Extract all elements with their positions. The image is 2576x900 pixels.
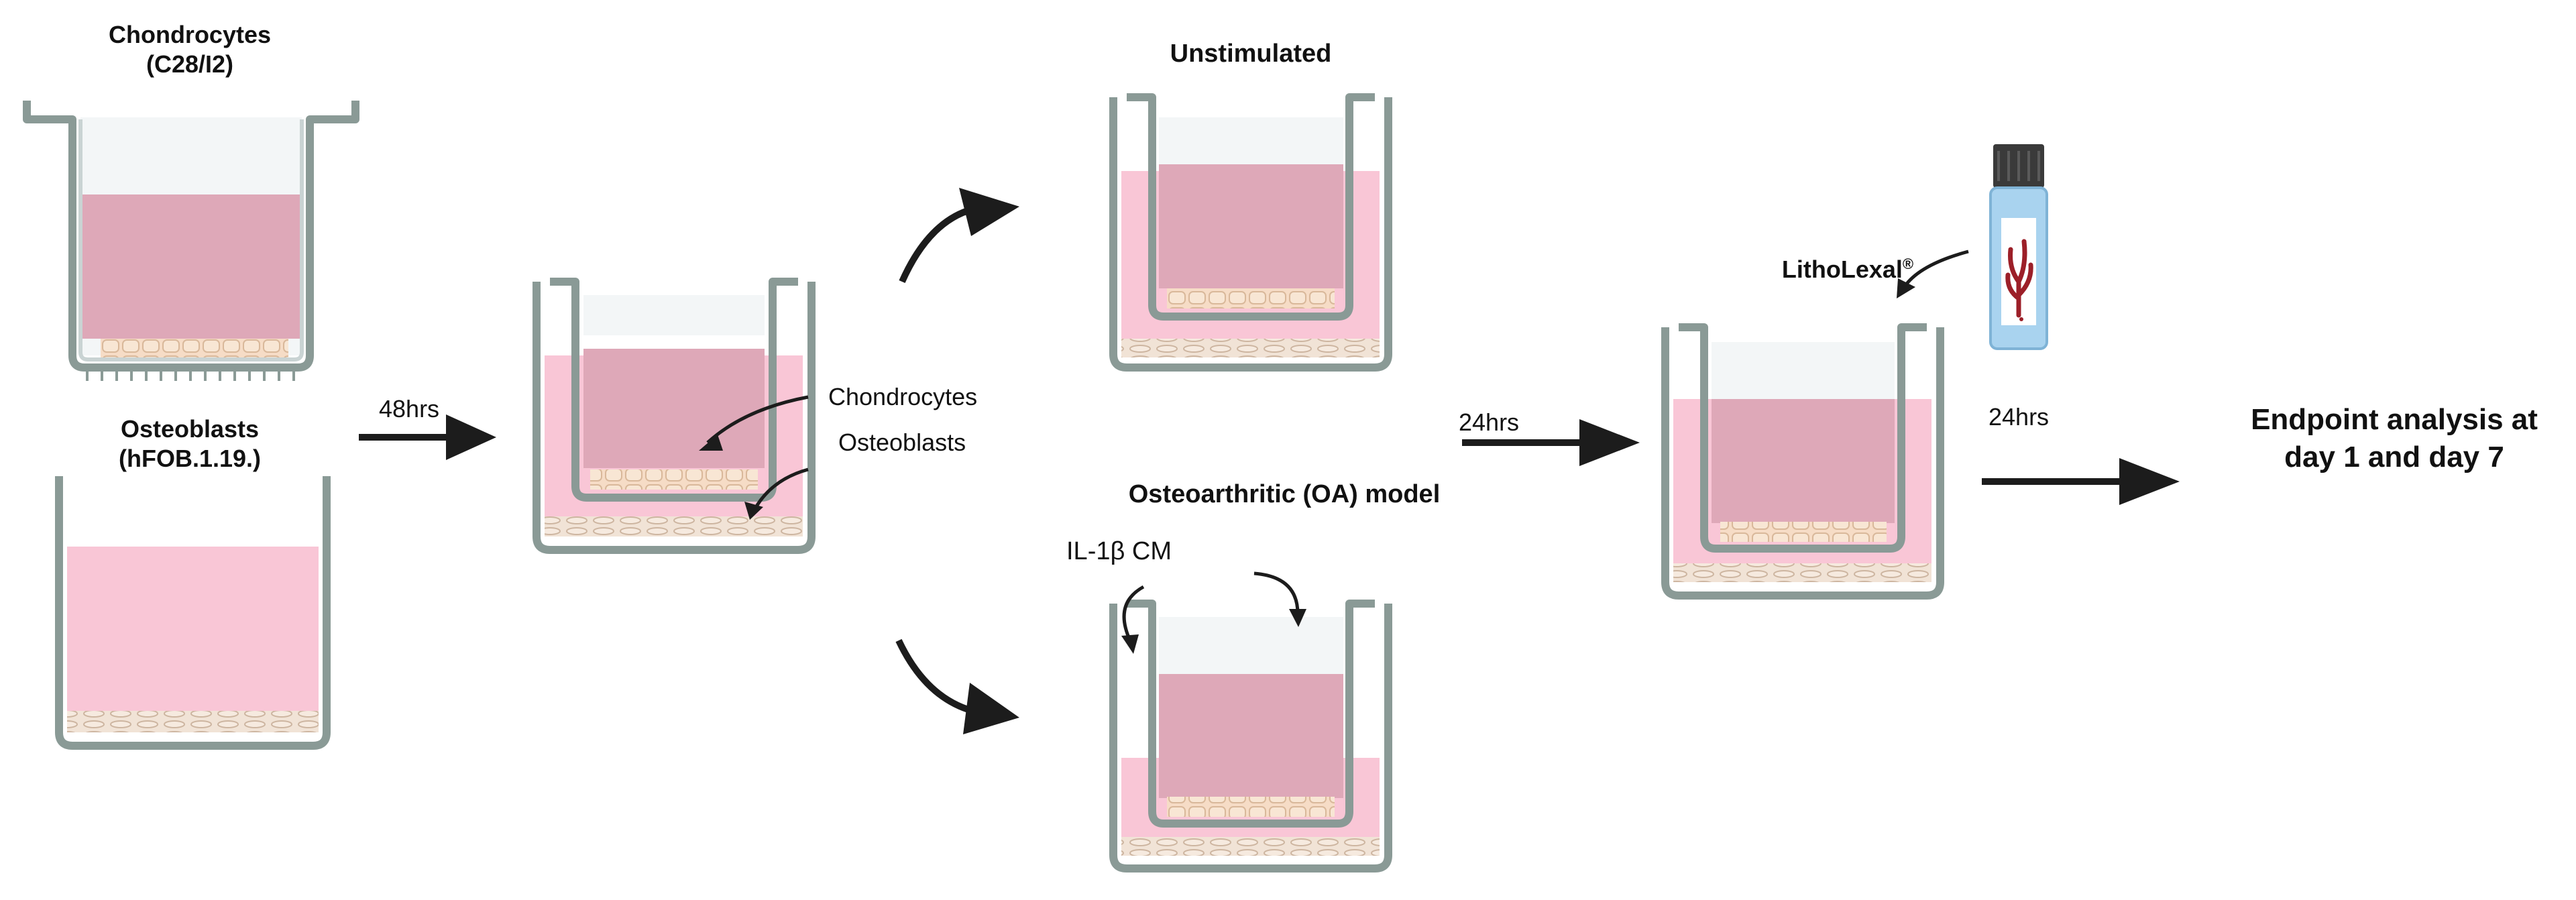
time-48hrs-label: 48hrs	[379, 395, 440, 423]
arrow-24hrs-a	[1462, 419, 1640, 466]
coculture-chondrocytes-label: Chondrocytes	[828, 383, 978, 410]
endpoint-line-2: day 1 and day 7	[2284, 441, 2504, 473]
chondrocytes-title: Chondrocytes	[108, 21, 272, 48]
coculture-osteoblasts-label: Osteoblasts	[838, 429, 966, 456]
coculture-insert-medium	[583, 349, 765, 468]
treated-insert-medium	[1712, 399, 1895, 523]
unstimulated-label: Unstimulated	[1170, 40, 1332, 68]
unstimulated-osteoblast-layer	[1121, 339, 1380, 357]
arrow-24hrs-b	[1982, 458, 2180, 505]
osteoblast-well	[55, 476, 331, 750]
arrow-branch-down	[895, 638, 1019, 734]
osteoblast-cell-layer	[67, 711, 319, 732]
il1b-cm-label: IL-1β CM	[1066, 537, 1172, 565]
endpoint-line-1: Endpoint analysis at	[2251, 403, 2538, 436]
treated-transwell	[1661, 323, 1944, 600]
osteoblasts-cell-line: (hFOB.1.19.)	[118, 445, 262, 472]
coculture-chondrocyte-layer	[590, 469, 758, 490]
registered-mark: ®	[1902, 256, 1914, 272]
unstimulated-transwell	[1109, 93, 1392, 372]
seaweed-icon	[2005, 239, 2033, 318]
treated-osteoblast-layer	[1673, 563, 1931, 582]
osteoblasts-title: Osteoblasts	[120, 415, 260, 443]
coculture-transwell	[533, 278, 816, 554]
oa-osteoblast-layer	[1121, 837, 1380, 856]
chondrocyte-insert	[23, 101, 359, 381]
unstimulated-chondrocyte-layer	[1167, 288, 1335, 308]
oa-chondrocyte-layer	[1167, 797, 1335, 817]
treated-chondrocyte-layer	[1720, 522, 1887, 542]
coculture-osteoblast-layer	[545, 516, 803, 537]
treatment-name: LithoLexal	[1781, 256, 1903, 283]
chondrocyte-medium	[80, 194, 302, 339]
chondrocyte-cell-layer	[101, 339, 288, 360]
unstimulated-insert-medium	[1159, 164, 1343, 288]
arrow-48hrs	[359, 414, 496, 460]
litholexal-vial-icon	[1897, 144, 2048, 350]
oa-model-label: Osteoarthritic (OA) model	[1128, 480, 1441, 508]
oa-insert-medium	[1159, 674, 1343, 798]
time-24hrs-label-a: 24hrs	[1459, 408, 1520, 436]
arrow-branch-up	[899, 188, 1019, 284]
treatment-label: LithoLexal®	[1782, 255, 1913, 284]
time-24hrs-label-b: 24hrs	[1989, 403, 2050, 431]
chondrocytes-cell-line: (C28/I2)	[146, 50, 234, 78]
oa-model-transwell	[1109, 571, 1392, 873]
